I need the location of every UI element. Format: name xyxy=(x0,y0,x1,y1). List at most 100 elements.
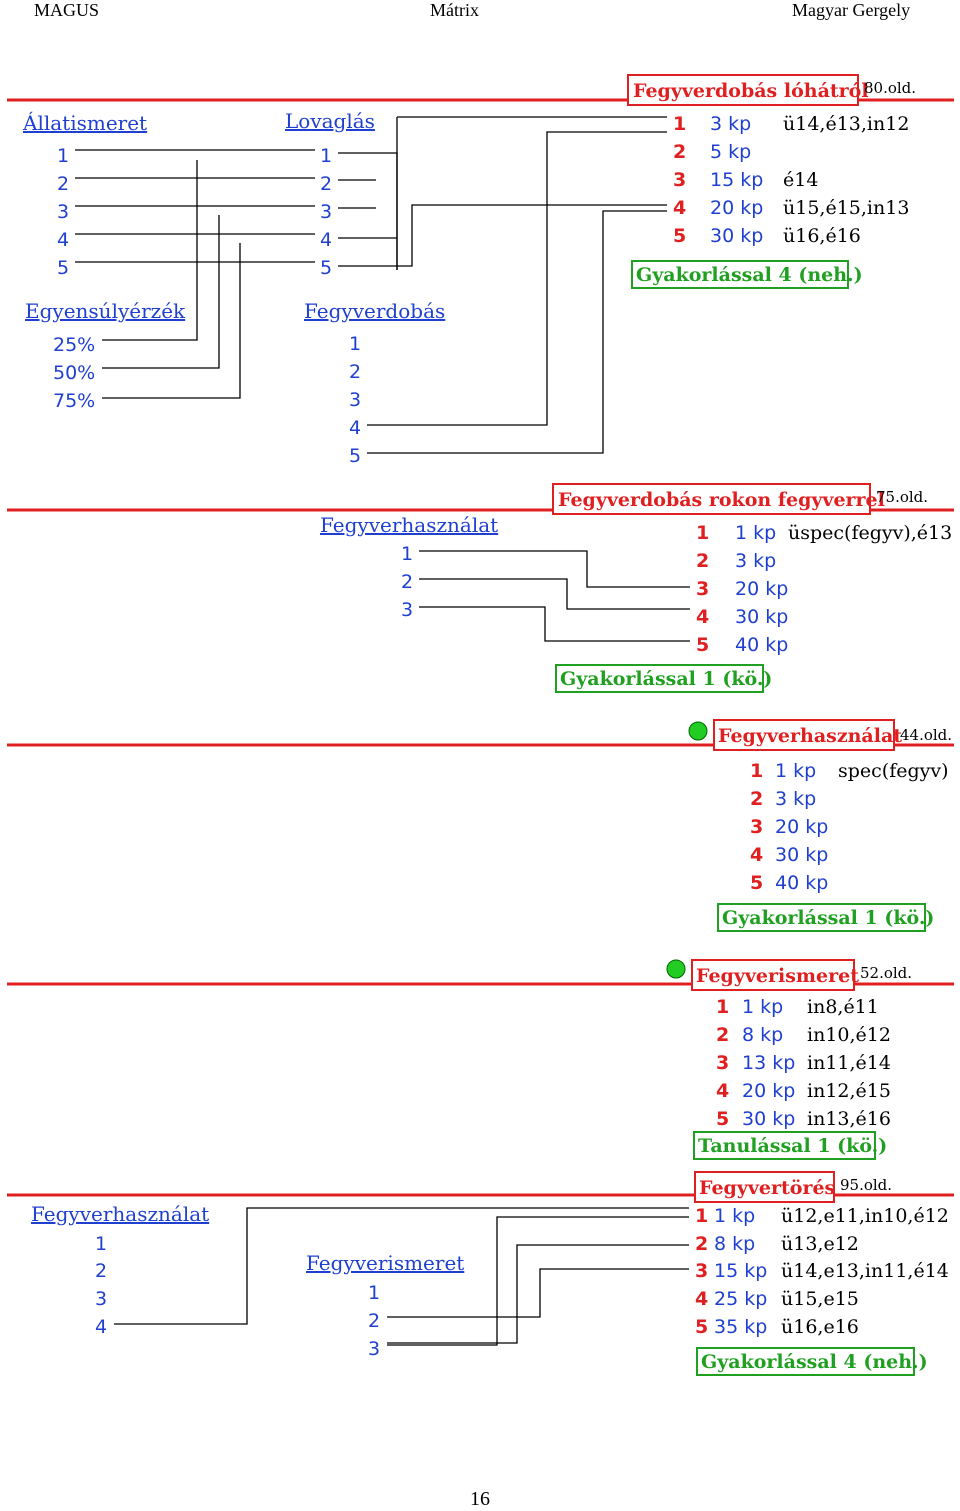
s1-row-4-req: ü15,é15,in13 xyxy=(783,197,909,219)
skill-matrix-diagram: Fegyverdobás lóhátról 80.old. 1 3 kp ü14… xyxy=(7,74,954,1376)
lovag-item-5: 5 xyxy=(320,257,332,279)
s2-row-1-req: üspec(fegyv),é13 xyxy=(788,522,952,544)
s1-src-fegyverdobas-title: Fegyverdobás xyxy=(304,299,445,323)
allat-item-5: 5 xyxy=(57,257,69,279)
s1-row-5-req: ü16,é16 xyxy=(783,225,861,247)
s5-row-3-num: 3 xyxy=(695,1260,708,1282)
s1-src-egyens-items: 25% 50% 75% xyxy=(53,334,95,412)
s5-row-2-num: 2 xyxy=(695,1233,708,1255)
s2-src-items: 1 2 3 xyxy=(401,543,413,621)
s4-row-5-num: 5 xyxy=(716,1108,729,1130)
s3-row-1-req: spec(fegyv) xyxy=(838,760,949,782)
s5-src-a-item-2: 2 xyxy=(95,1260,107,1282)
s1-row-4-num: 4 xyxy=(673,197,686,219)
lovag-item-4: 4 xyxy=(320,229,332,251)
s5-src-b-title: Fegyverismeret xyxy=(306,1251,464,1275)
allat-item-4: 4 xyxy=(57,229,69,251)
s1-row-2-num: 2 xyxy=(673,141,686,163)
s3-title: Fegyverhasználat xyxy=(718,725,902,747)
fegyverdobas-item-4: 4 xyxy=(349,417,361,439)
s4-row-3-num: 3 xyxy=(716,1052,729,1074)
s1-row-1-req: ü14,é13,in12 xyxy=(783,113,909,135)
header-right: Magyar Gergely xyxy=(792,0,911,20)
s2-practice: Gyakorlással 1 (kö.) xyxy=(560,668,772,690)
s5-row-5-req: ü16,e16 xyxy=(781,1316,859,1338)
s5-row-4-kp: 25 kp xyxy=(714,1288,767,1310)
s3-row-1-kp: 1 kp xyxy=(775,760,816,782)
s2-row-3-kp: 20 kp xyxy=(735,578,788,600)
s5-row-4-req: ü15,e15 xyxy=(781,1288,859,1310)
header-center: Mátrix xyxy=(430,0,479,20)
s4-row-3-kp: 13 kp xyxy=(742,1052,795,1074)
s1-row-2-kp: 5 kp xyxy=(710,141,751,163)
skill-matrix-panel: Fegyverdobás lóhátról 80.old. 1 3 kp ü14… xyxy=(7,55,954,1405)
s4-row-2-kp: 8 kp xyxy=(742,1024,783,1046)
s5-row-1-kp: 1 kp xyxy=(714,1205,755,1227)
s2-row-3-num: 3 xyxy=(696,578,709,600)
s4-practice: Tanulással 1 (kö.) xyxy=(698,1135,887,1157)
s5-title-box xyxy=(694,1171,835,1203)
s2-rows: 1 1 kp üspec(fegyv),é13 2 3 kp 3 20 kp 4… xyxy=(696,522,952,656)
s4-row-4-req: in12,é15 xyxy=(807,1080,891,1102)
s5-src-b-item-1: 1 xyxy=(368,1282,380,1304)
s4-row-1-num: 1 xyxy=(716,996,729,1018)
s5-src-a-title: Fegyverhasználat xyxy=(31,1202,209,1226)
s1-row-1-kp: 3 kp xyxy=(710,113,751,135)
s5-practice: Gyakorlással 4 (neh.) xyxy=(701,1351,928,1373)
lovag-item-1: 1 xyxy=(320,145,332,167)
egyens-item-2: 50% xyxy=(53,362,95,384)
allat-item-3: 3 xyxy=(57,201,69,223)
s3-row-3-num: 3 xyxy=(750,816,763,838)
s4-row-2-num: 2 xyxy=(716,1024,729,1046)
s5-row-2-req: ü13,e12 xyxy=(781,1233,859,1255)
s3-row-5-kp: 40 kp xyxy=(775,872,828,894)
s1-row-1-num: 1 xyxy=(673,113,686,135)
s1-src-allat-title: Állatismeret xyxy=(22,111,147,135)
s1-row-4-kp: 20 kp xyxy=(710,197,763,219)
allat-item-1: 1 xyxy=(57,145,69,167)
s1-row-3-req: é14 xyxy=(783,169,818,191)
s5-row-3-req: ü14,e13,in11,é14 xyxy=(781,1260,949,1282)
s5-rows: 1 1 kp ü12,e11,in10,é12 2 8 kp ü13,e12 3… xyxy=(695,1205,949,1338)
s5-src-a-item-4: 4 xyxy=(95,1316,107,1338)
s5-src-a-items: 1 2 3 4 xyxy=(95,1233,107,1338)
s5-src-b-item-2: 2 xyxy=(368,1310,380,1332)
s1-title: Fegyverdobás lóhátról xyxy=(633,80,869,102)
s2-src-item-1: 1 xyxy=(401,543,413,565)
s2-row-4-num: 4 xyxy=(696,606,709,628)
egyens-item-3: 75% xyxy=(53,390,95,412)
s4-ref: 52.old. xyxy=(860,964,912,982)
s1-src-egyens-title: Egyensúlyérzék xyxy=(25,299,186,323)
s4-rows: 1 1 kp in8,é11 2 8 kp in10,é12 3 13 kp i… xyxy=(716,996,891,1130)
s2-src-title: Fegyverhasználat xyxy=(320,513,498,537)
s5-practice-box xyxy=(696,1347,915,1376)
s2-row-5-num: 5 xyxy=(696,634,709,656)
s1-practice-box xyxy=(631,260,849,289)
s3-practice-box xyxy=(717,903,926,932)
s2-src-item-2: 2 xyxy=(401,571,413,593)
s5-row-3-kp: 15 kp xyxy=(714,1260,767,1282)
s2-row-1-num: 1 xyxy=(696,522,709,544)
s4-row-2-req: in10,é12 xyxy=(807,1024,891,1046)
fegyverdobas-item-2: 2 xyxy=(349,361,361,383)
s3-row-2-kp: 3 kp xyxy=(775,788,816,810)
s3-ref: 44.old. xyxy=(900,726,952,744)
fegyverdobas-item-3: 3 xyxy=(349,389,361,411)
s4-status-dot xyxy=(666,959,686,979)
s1-src-lovag-title: Lovaglás xyxy=(285,109,375,133)
s1-rows: 1 3 kp ü14,é13,in12 2 5 kp 3 15 kp é14 4… xyxy=(673,113,909,247)
s5-row-1-num: 1 xyxy=(695,1205,708,1227)
s2-row-4-kp: 30 kp xyxy=(735,606,788,628)
fegyverdobas-item-5: 5 xyxy=(349,445,361,467)
fegyverdobas-item-1: 1 xyxy=(349,333,361,355)
s5-row-2-kp: 8 kp xyxy=(714,1233,755,1255)
s2-row-2-kp: 3 kp xyxy=(735,550,776,572)
s5-src-b-items: 1 2 3 xyxy=(368,1282,380,1360)
s1-practice: Gyakorlással 4 (neh.) xyxy=(636,264,863,286)
s5-row-5-kp: 35 kp xyxy=(714,1316,767,1338)
s4-row-1-req: in8,é11 xyxy=(807,996,879,1018)
s1-row-3-num: 3 xyxy=(673,169,686,191)
s5-ref: 95.old. xyxy=(840,1176,892,1194)
s3-title-box xyxy=(713,719,895,751)
s5-src-a-item-1: 1 xyxy=(95,1233,107,1255)
